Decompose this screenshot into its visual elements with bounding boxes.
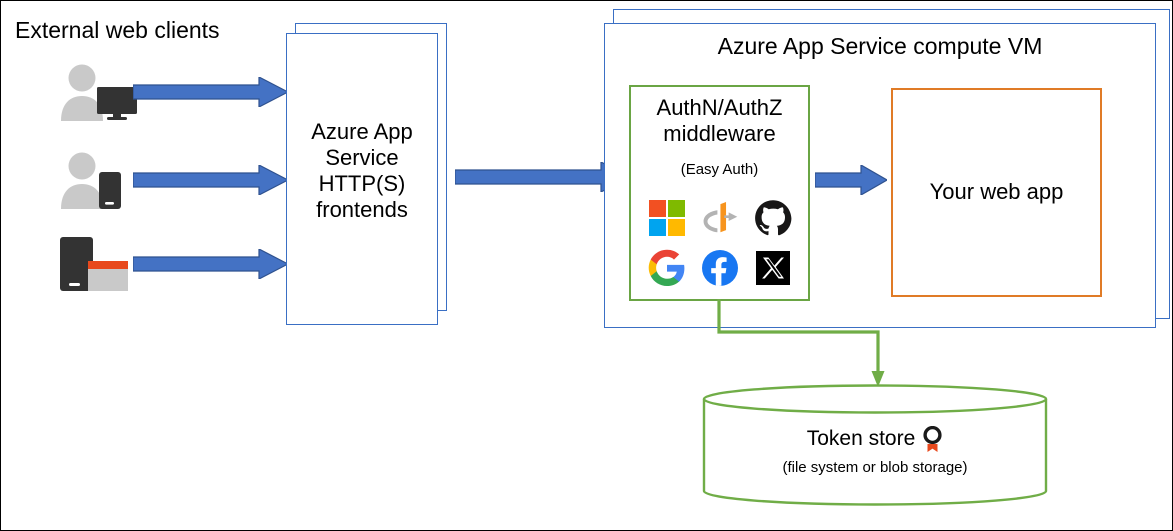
client-arrow-3 — [133, 249, 288, 279]
token-store-title-row: Token store — [701, 426, 1049, 453]
google-logo-icon[interactable] — [648, 249, 686, 287]
middleware-title: AuthN/AuthZ middleware — [656, 95, 783, 146]
connector-middleware-to-token-store — [717, 299, 885, 387]
clients-section-title: External web clients — [15, 17, 220, 43]
person-mobile-icon — [61, 152, 121, 209]
award-medal-icon — [923, 426, 942, 452]
client-arrow-2 — [133, 165, 288, 195]
frontends-box — [286, 33, 438, 325]
webapp-label: Your web app — [929, 179, 1064, 204]
x-twitter-logo-icon[interactable] — [754, 249, 792, 287]
github-logo-icon[interactable] — [754, 199, 792, 237]
tablet-browser-icon — [60, 237, 128, 291]
facebook-logo-icon[interactable] — [701, 249, 739, 287]
arrow-middleware-to-webapp — [815, 165, 887, 195]
token-store-cylinder — [702, 384, 1048, 506]
webapp-box — [891, 88, 1102, 297]
token-store-subtitle: (file system or blob storage) — [782, 459, 968, 476]
frontends-label: Azure App Service HTTP(S) frontends — [311, 119, 413, 222]
person-desktop-icon — [61, 64, 137, 121]
middleware-subtitle: (Easy Auth) — [680, 161, 759, 178]
openid-connect-logo-icon[interactable] — [701, 199, 739, 237]
identity-provider-logos — [641, 193, 799, 293]
client-arrow-1 — [133, 77, 288, 107]
microsoft-logo-icon[interactable] — [648, 199, 686, 237]
vm-title: Azure App Service compute VM — [717, 33, 1043, 59]
token-store-title: Token store — [806, 427, 916, 451]
